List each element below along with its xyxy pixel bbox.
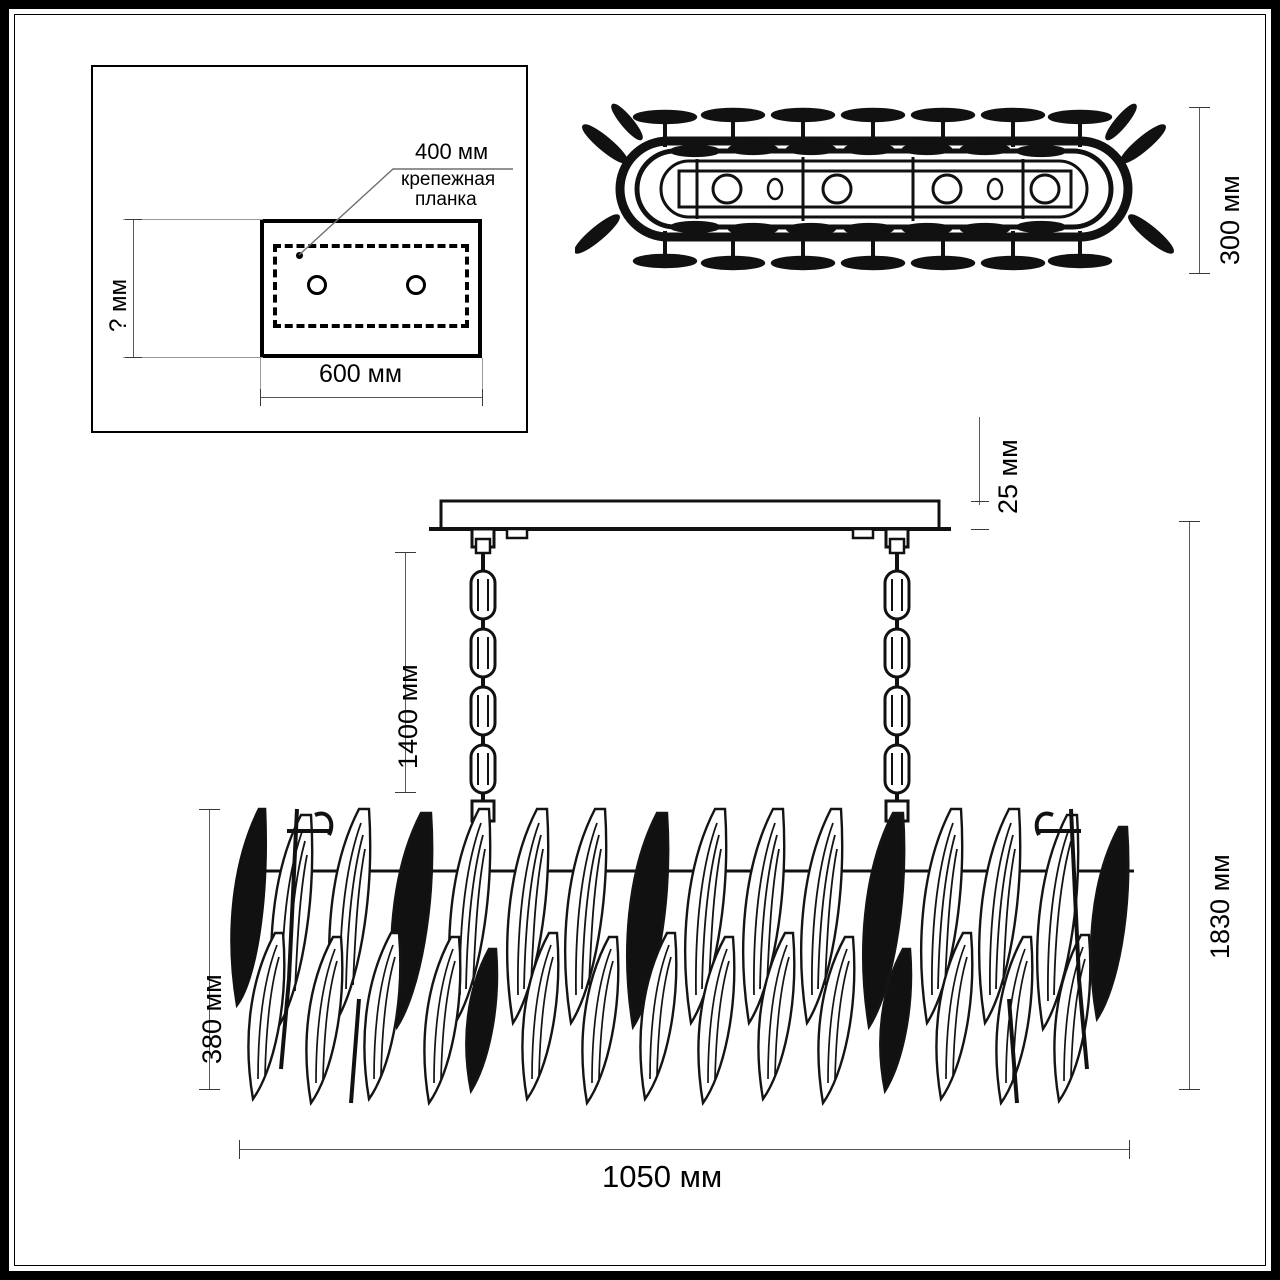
leaf-shade-body [230, 807, 1134, 1107]
leader-dot [296, 252, 303, 259]
chain-length-dimline [405, 552, 406, 792]
shade-height-dimline [209, 809, 210, 1089]
bracket-width-label: 400 мм [415, 139, 489, 164]
canopy-plate [429, 499, 951, 531]
topview-depth-label: 300 мм [1215, 175, 1245, 265]
chain-length-label: 1400 мм [393, 664, 423, 769]
total-height-label: 1830 мм [1205, 854, 1235, 959]
side-support-rods [279, 808, 1089, 1070]
plate-height-label: ? мм [105, 278, 132, 332]
topview-depth-dimline [1199, 107, 1200, 273]
plate-hole-right [406, 275, 426, 295]
total-height-tick-bottom [1179, 1089, 1200, 1090]
mounting-plate-detail-panel: 400 мм крепежная планка ? мм 600 мм [91, 65, 528, 433]
canopy-thickness-tick-top [971, 529, 989, 530]
inner-frame-border [14, 14, 1266, 1266]
plate-width-dimline [260, 397, 482, 398]
canopy-thickness-dimline [979, 417, 980, 505]
plate-height-tick-bottom [125, 357, 142, 358]
overall-width-dimline [239, 1149, 1129, 1150]
bracket-name-label-line1: крепежная [401, 169, 496, 190]
plate-width-ext-left [260, 358, 261, 403]
overall-width-tick-right [1129, 1140, 1130, 1159]
chain-length-tick-top [395, 552, 416, 553]
overall-width-label: 1050 мм [602, 1159, 723, 1194]
top-view-drawing [575, 103, 1174, 271]
plate-height-ext-top [123, 219, 263, 220]
chain-length-tick-bottom [395, 792, 416, 793]
plate-width-label: 600 мм [319, 360, 403, 388]
plate-height-ext-bottom [123, 357, 263, 358]
front-elevation-group: 25 мм 1400 мм 380 мм 1830 мм 1050 мм [189, 417, 1235, 1194]
total-height-dimline [1189, 521, 1190, 1089]
canopy-thickness-label: 25 мм [993, 439, 1023, 514]
plate-width-tick-left [260, 389, 261, 406]
chain-right [883, 527, 911, 899]
bracket-name-label-line2: планка [415, 189, 477, 210]
total-height-tick-top [1179, 521, 1200, 522]
plate-height-tick-top [125, 219, 142, 220]
plate-hole-left [307, 275, 327, 295]
shade-height-tick-bottom [199, 1089, 220, 1090]
chain-left [469, 527, 497, 899]
canopy-thickness-tick-bottom [971, 501, 989, 502]
shade-height-tick-top [199, 809, 220, 810]
overall-width-tick-left [239, 1140, 240, 1159]
plate-width-ext-right [482, 358, 483, 403]
top-view-group: 300 мм [575, 89, 1245, 289]
socket-group [711, 173, 1061, 205]
shade-height-label: 380 мм [197, 974, 227, 1064]
plate-width-tick-right [482, 389, 483, 406]
topview-depth-tick-top [1189, 107, 1210, 108]
plate-height-dimline [133, 219, 134, 358]
topview-depth-tick-bottom [1189, 273, 1210, 274]
front-elevation-drawing [230, 499, 1134, 1107]
